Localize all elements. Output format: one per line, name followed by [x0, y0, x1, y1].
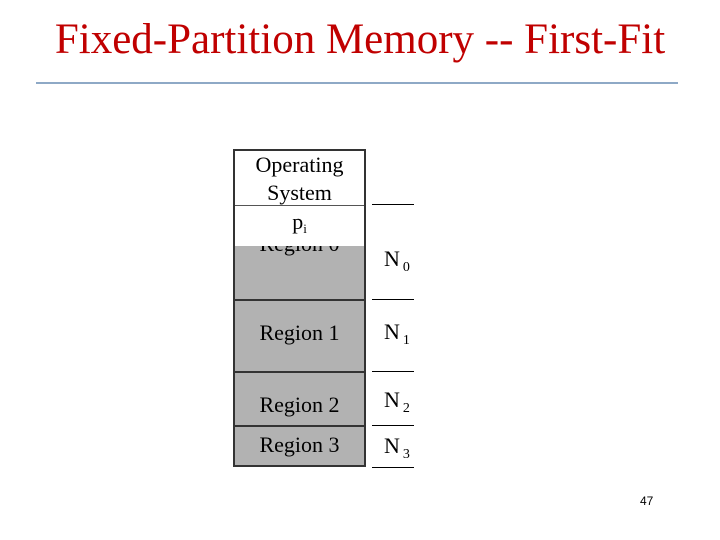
operating-system-block: Operating System [235, 151, 364, 206]
region-label-3: Region 3 [259, 432, 340, 457]
title-underline [36, 82, 678, 84]
slide-title: Fixed-Partition Memory -- First-Fit [54, 16, 666, 63]
os-label-line2: System [267, 180, 332, 205]
process-label: pi [292, 209, 307, 237]
region-divider-2 [235, 371, 364, 373]
os-label-line1: Operating [255, 152, 344, 177]
bound-line-0 [372, 299, 414, 300]
region-label-1: Region 1 [259, 320, 340, 345]
memory-diagram: Operating System Region 0 pi Region 1 Re… [233, 149, 366, 467]
page-number: 47 [640, 494, 654, 508]
operating-system-label: Operating System [235, 151, 364, 207]
region-label-0: Region 0 [259, 243, 340, 256]
region-divider-3 [235, 425, 364, 427]
bound-line-3 [372, 467, 414, 468]
bound-line-1 [372, 371, 414, 372]
process-block: pi [235, 206, 364, 246]
bound-line-top [372, 204, 414, 205]
region-divider-1 [235, 299, 364, 301]
process-subscript: i [303, 221, 307, 236]
bound-line-2 [372, 425, 414, 426]
region-label-2: Region 2 [259, 392, 340, 417]
